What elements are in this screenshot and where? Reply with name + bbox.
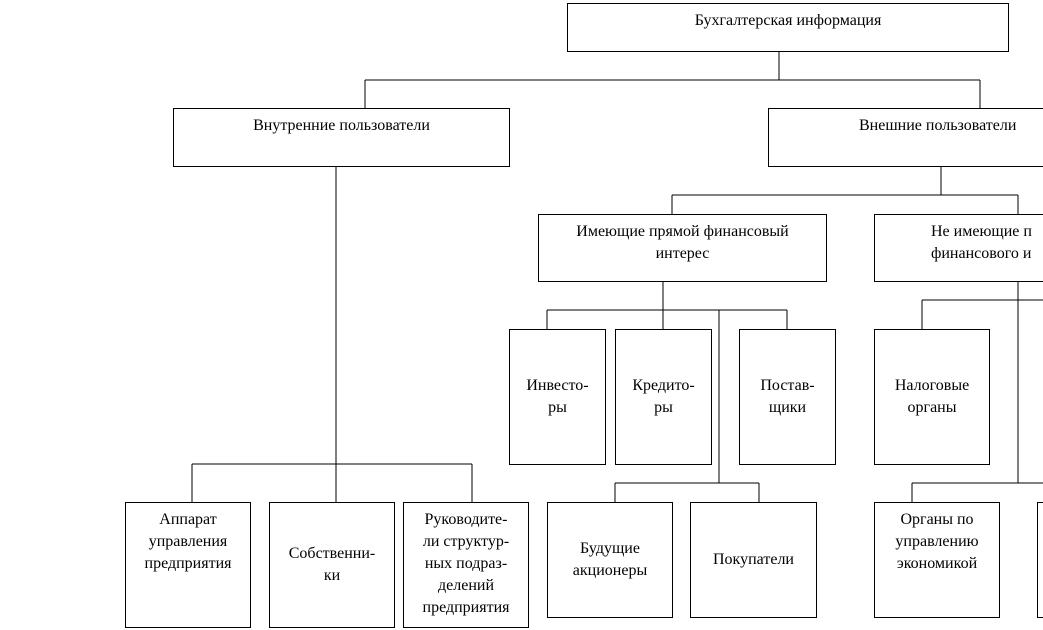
- node-label: Внешние пользователи: [859, 117, 1017, 134]
- node-label: Бухгалтерская информация: [694, 12, 882, 29]
- node-creditors: Кредито- ры: [615, 329, 712, 465]
- node-label: Не имеющие п финансового и: [931, 223, 1032, 262]
- node-label: Будущие акционеры: [572, 540, 648, 579]
- node-management-apparatus: Аппарат управления предприятия: [125, 502, 251, 628]
- node-label: Покупатели: [713, 551, 794, 568]
- node-tax-authorities: Налоговые органы: [874, 329, 990, 465]
- node-direct-financial-interest: Имеющие прямой финансовый интерес: [538, 214, 827, 282]
- node-owners: Собственни- ки: [269, 502, 395, 628]
- node-label: Внутренние пользователи: [253, 117, 430, 134]
- node-internal-users: Внутренние пользователи: [173, 108, 510, 167]
- node-label: Имеющие прямой финансовый интерес: [576, 223, 789, 262]
- node-label: Инвесто- ры: [526, 377, 589, 416]
- node-label: Собственни- ки: [288, 545, 376, 584]
- node-label: Органы по управлению экономикой: [895, 511, 979, 572]
- node-external-users: Внешние пользователи: [768, 108, 1043, 167]
- node-economic-management-bodies: Органы по управлению экономикой: [874, 502, 1000, 618]
- node-investors: Инвесто- ры: [509, 329, 606, 465]
- node-label: Кредито- ры: [632, 377, 695, 416]
- node-label: Постав- щики: [760, 377, 815, 416]
- node-partial-right: [1037, 502, 1043, 618]
- node-label: Руководите- ли структур- ных подраз- дел…: [422, 511, 510, 616]
- node-accounting-information: Бухгалтерская информация: [567, 3, 1009, 52]
- node-label: Налоговые органы: [894, 377, 970, 416]
- node-suppliers: Постав- щики: [739, 329, 836, 465]
- node-department-heads: Руководите- ли структур- ных подраз- дел…: [403, 502, 529, 628]
- node-label: Аппарат управления предприятия: [144, 511, 232, 572]
- node-no-direct-financial-interest: Не имеющие п финансового и: [874, 214, 1043, 282]
- node-buyers: Покупатели: [690, 502, 817, 618]
- node-future-shareholders: Будущие акционеры: [547, 502, 673, 618]
